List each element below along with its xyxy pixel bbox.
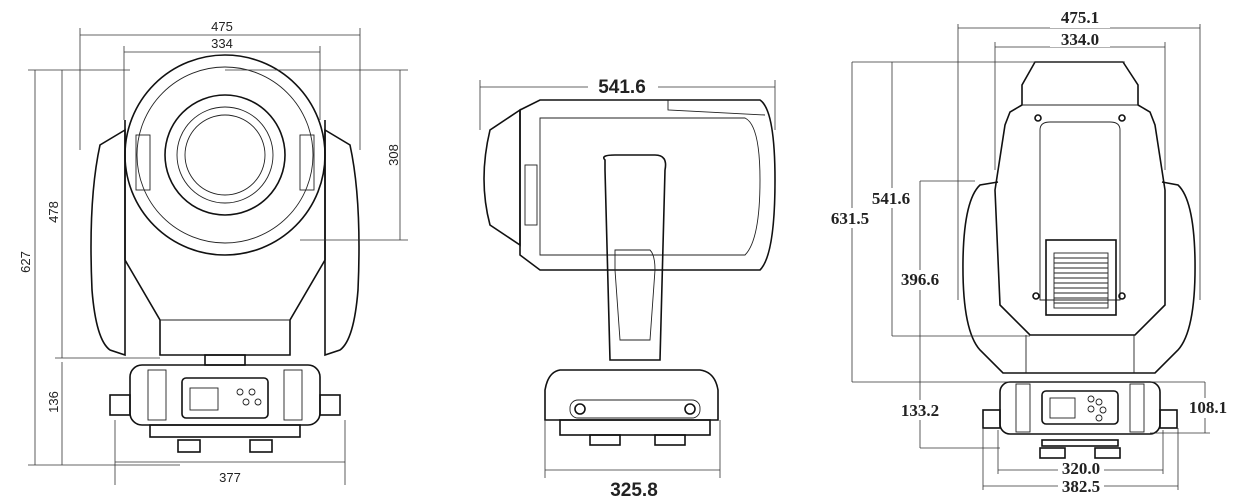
dim-rear-height-overall: 631.5 — [831, 209, 869, 228]
dim-side-length-head: 541.6 — [598, 77, 646, 98]
side-view: 541.6 325.8 — [479, 74, 776, 501]
side-dimension-lines — [479, 80, 776, 478]
dim-rear-height-head: 541.6 — [872, 189, 910, 208]
rear-view: 475.1 334.0 631.5 541.6 396.6 133.2 108.… — [828, 8, 1234, 498]
dim-side-width-base: 325.8 — [610, 480, 658, 501]
dim-rear-width-base-inner: 320.0 — [1062, 459, 1100, 478]
dim-front-height-overall: 627 — [18, 251, 33, 273]
side-view-outline — [483, 99, 776, 446]
dim-rear-width-base-outer: 382.5 — [1062, 477, 1100, 496]
rear-dimension-labels: 475.1 334.0 631.5 541.6 396.6 133.2 108.… — [828, 8, 1234, 498]
front-view-outline — [90, 54, 360, 453]
dim-rear-width-head: 334.0 — [1061, 30, 1099, 49]
dim-front-height-base: 136 — [46, 391, 61, 413]
dim-rear-width-overall: 475.1 — [1061, 8, 1099, 27]
rear-view-outline — [962, 61, 1196, 459]
dim-front-width-head: 334 — [211, 36, 233, 51]
dim-front-width-overall: 475 — [211, 19, 233, 34]
dim-front-width-base: 377 — [219, 470, 241, 485]
dim-rear-height-axis-to-base: 133.2 — [901, 401, 939, 420]
dim-rear-height-tilt-axis: 396.6 — [901, 270, 939, 289]
dim-front-height-head: 308 — [386, 144, 401, 166]
vent-grille — [1053, 252, 1109, 309]
front-view: 475 334 308 478 627 136 377 — [18, 19, 408, 485]
rear-dimension-lines — [851, 24, 1210, 490]
dim-rear-height-base: 108.1 — [1189, 398, 1227, 417]
front-dimension-lines — [28, 28, 408, 485]
dim-front-height-arms: 478 — [46, 201, 61, 223]
